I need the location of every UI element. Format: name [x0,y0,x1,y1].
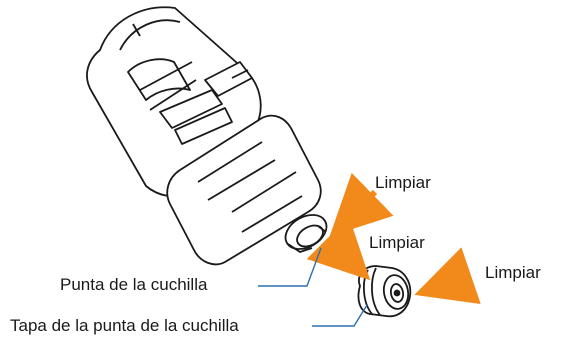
clean-arrow-2 [306,216,371,281]
clean-label-2: Limpiar [369,233,425,252]
blade-holder-shaft [166,114,322,266]
blade-tip-label: Punta de la cuchilla [60,275,208,294]
clean-label-1: Limpiar [375,173,431,192]
blade-tip-leader-line [258,247,322,287]
blade-tip-cap [357,265,412,318]
clean-arrow-3 [414,247,481,305]
clean-arrow-1 [329,172,394,237]
clean-label-3: Limpiar [485,263,541,282]
blade-tip-cap-leader-line [312,304,368,327]
blade-holder-body [86,6,262,198]
blade-tip-cap-label: Tapa de la punta de la cuchilla [10,316,239,335]
